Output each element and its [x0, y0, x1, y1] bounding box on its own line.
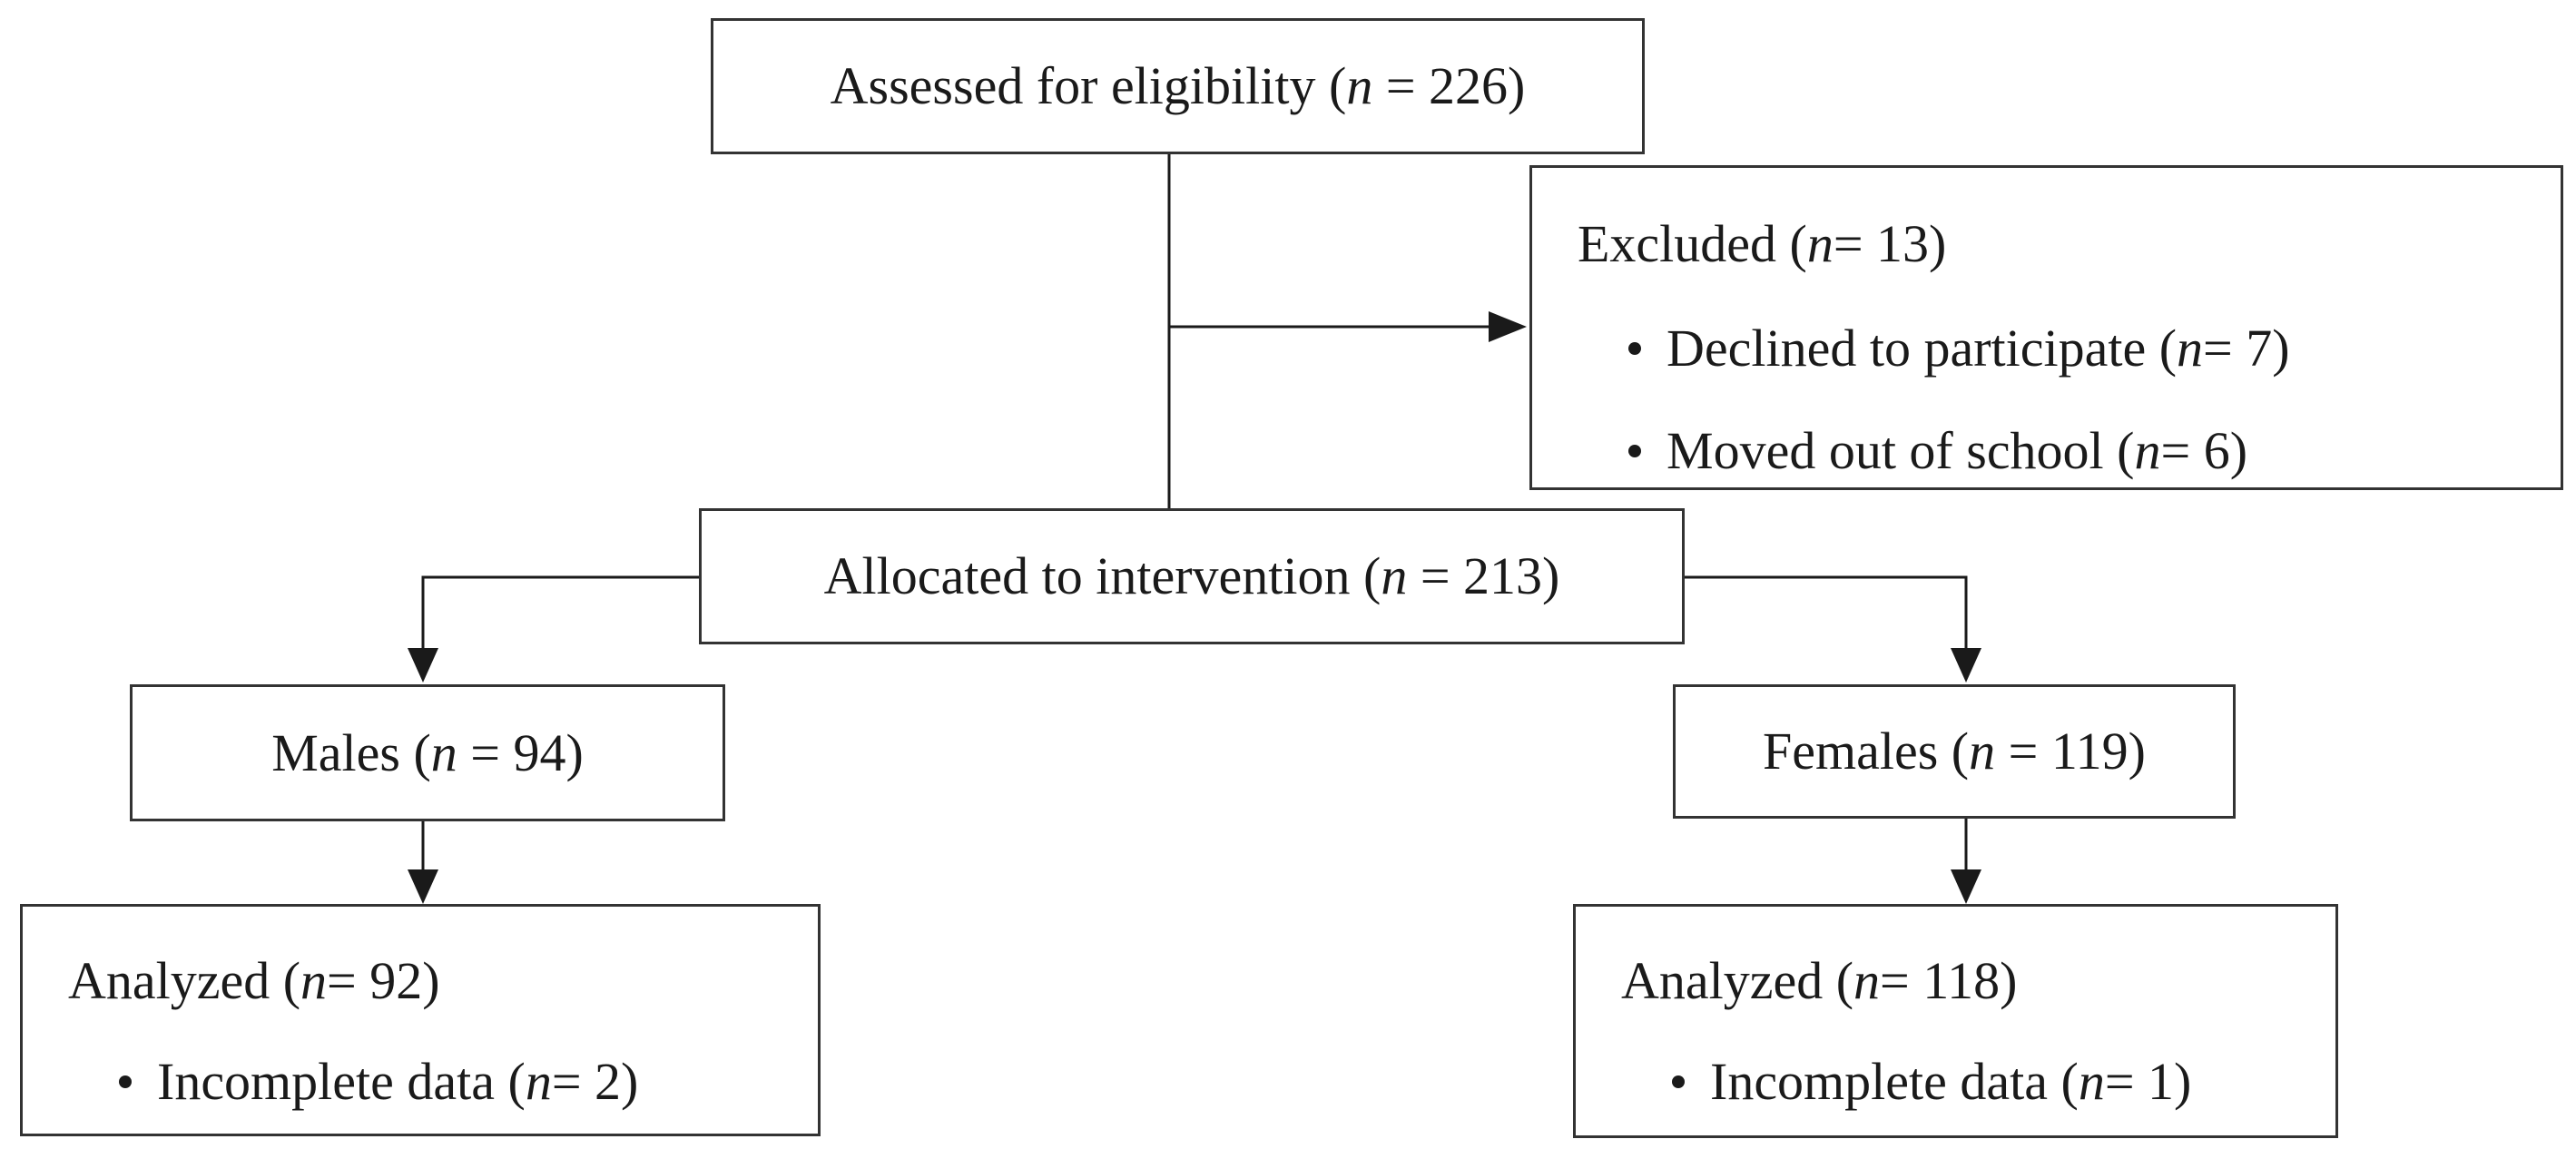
excluded-item-moved: Moved out of school (n = 6) [1628, 420, 2290, 481]
connector-to-females [1685, 575, 1968, 652]
allocated-box: Allocated to intervention (n = 213) [699, 508, 1685, 644]
analyzed-males-box: Analyzed (n = 92) Incomplete data (n = 2… [20, 904, 821, 1136]
males-text: Males (n = 94) [271, 722, 584, 782]
excluded-item-declined: Declined to participate (n = 7) [1628, 318, 2290, 378]
analyzed-females-box: Analyzed (n = 118) Incomplete data (n = … [1573, 904, 2338, 1138]
analyzed-males-title: Analyzed (n = 92) [68, 951, 440, 1010]
excluded-title: Excluded (n = 13) [1578, 214, 1947, 273]
bullet-icon [1628, 444, 1641, 457]
bullet-icon [119, 1075, 132, 1088]
males-box: Males (n = 94) [130, 684, 725, 821]
bullet-icon [1628, 341, 1641, 355]
analyzed-females-item-incomplete: Incomplete data (n = 1) [1672, 1051, 2191, 1112]
arrowhead-males [408, 648, 438, 683]
arrowhead-females [1951, 648, 1981, 683]
analyzed-females-title: Analyzed (n = 118) [1621, 951, 2018, 1010]
excluded-box: Excluded (n = 13) Declined to participat… [1529, 165, 2563, 490]
arrowhead-analyzed-males [408, 869, 438, 904]
assessed-text: Assessed for eligibility (n = 226) [830, 56, 1526, 115]
arrowhead-analyzed-females [1951, 869, 1981, 904]
assessed-box: Assessed for eligibility (n = 226) [711, 18, 1645, 154]
bullet-icon [1672, 1075, 1685, 1088]
analyzed-males-item-incomplete: Incomplete data (n = 2) [119, 1051, 638, 1112]
connector-to-males [421, 575, 699, 652]
females-box: Females (n = 119) [1673, 684, 2236, 819]
females-text: Females (n = 119) [1763, 722, 2146, 781]
arrowhead-excluded [1489, 311, 1527, 342]
allocated-text: Allocated to intervention (n = 213) [823, 546, 1560, 605]
